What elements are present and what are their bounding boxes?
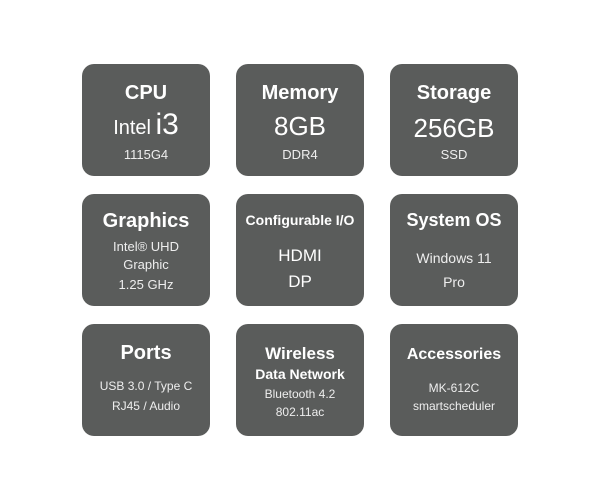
storage-title: Storage [416, 82, 492, 104]
accessories-line-2: smartscheduler [412, 399, 496, 413]
io-line-2: DP [288, 272, 312, 291]
storage-sub: SSD [440, 147, 468, 162]
ports-line-2: RJ45 / Audio [111, 399, 181, 413]
cpu-value-prefix: Intel [113, 117, 151, 139]
memory-value: 8GB [273, 111, 327, 141]
io-title: Configurable I/O [245, 212, 355, 228]
graphics-line-1: Intel® UHD [113, 239, 179, 254]
accessories-title: Accessories [406, 346, 502, 363]
os-line-2: Pro [443, 274, 465, 290]
memory-tile: Memory 8GB DDR4 [236, 64, 364, 176]
storage-value: 256GB [413, 113, 495, 143]
memory-sub: DDR4 [282, 147, 318, 162]
accessories-line-1: MK-612C [428, 381, 480, 395]
wireless-line-2: 802.11ac [275, 405, 325, 419]
os-title: System OS [406, 210, 502, 230]
cpu-value: Intel i3 [82, 108, 210, 143]
wireless-line-1: Bluetooth 4.2 [264, 387, 336, 401]
graphics-line-3: 1.25 GHz [118, 277, 174, 292]
ports-tile: Ports USB 3.0 / Type C RJ45 / Audio [82, 324, 210, 436]
memory-title: Memory [261, 82, 339, 104]
cpu-sub: 1115G4 [123, 147, 169, 162]
cpu-tile: CPU Intel i3 1115G4 [82, 64, 210, 176]
ports-title: Ports [120, 342, 172, 364]
storage-tile: Storage 256GB SSD [390, 64, 518, 176]
wireless-tile: Wireless Data Network Bluetooth 4.2 802.… [236, 324, 364, 436]
ports-line-1: USB 3.0 / Type C [99, 379, 193, 393]
cpu-value-main: i3 [155, 108, 179, 141]
os-tile: System OS Windows 11 Pro [390, 194, 518, 306]
graphics-title: Graphics [102, 210, 190, 232]
io-tile: Configurable I/O HDMI DP [236, 194, 364, 306]
graphics-tile: Graphics Intel® UHD Graphic 1.25 GHz [82, 194, 210, 306]
cpu-title: CPU [124, 82, 168, 104]
accessories-tile: Accessories MK-612C smartscheduler [390, 324, 518, 436]
wireless-title-2: Data Network [255, 366, 345, 382]
wireless-title-1: Wireless [265, 344, 335, 363]
os-line-1: Windows 11 [416, 250, 492, 266]
io-line-1: HDMI [278, 246, 322, 265]
graphics-line-2: Graphic [123, 257, 169, 272]
